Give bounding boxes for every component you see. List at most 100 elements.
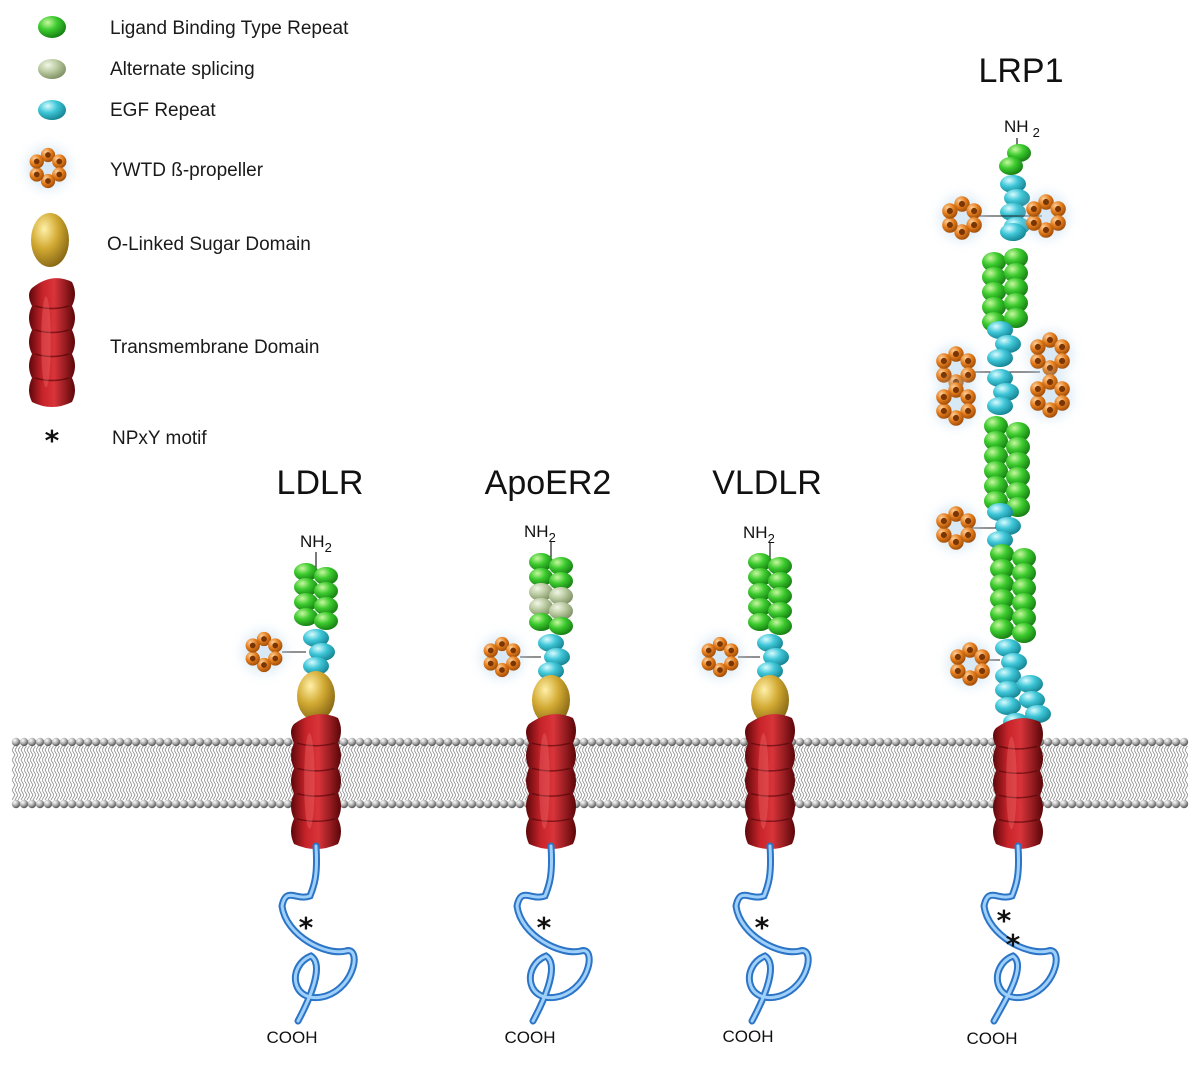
npxy-motif: * — [997, 904, 1012, 937]
lipid-head — [1091, 799, 1101, 809]
lipid-head — [979, 799, 989, 809]
lipid-head — [1131, 799, 1141, 809]
lipid-head — [507, 737, 517, 747]
ligand-repeat — [768, 602, 792, 620]
lipid-head — [1107, 799, 1117, 809]
lipid-head — [1179, 737, 1189, 747]
egf-repeat — [987, 349, 1013, 367]
lipid-head — [1123, 737, 1133, 747]
lipid-head — [1139, 737, 1149, 747]
lipid-head — [395, 737, 405, 747]
lipid-head — [859, 737, 869, 747]
ligand-repeat — [984, 446, 1008, 466]
propeller-icon — [1028, 374, 1072, 418]
lipid-head — [651, 799, 661, 809]
lipid-head — [587, 799, 597, 809]
transmembrane-domain — [526, 714, 576, 849]
lipid-head — [579, 799, 589, 809]
lipid-head — [1147, 737, 1157, 747]
lipid-head — [739, 737, 749, 747]
lipid-head — [483, 799, 493, 809]
lipid-head — [411, 737, 421, 747]
lipid-head — [795, 737, 805, 747]
lipid-head — [707, 737, 717, 747]
lipid-head — [891, 737, 901, 747]
lipid-head — [435, 737, 445, 747]
lipid-head — [91, 737, 101, 747]
lipid-head — [1099, 799, 1109, 809]
lipid-head — [1115, 799, 1125, 809]
egf-repeat — [995, 667, 1021, 685]
ligand-repeat — [1012, 563, 1036, 583]
lipid-head — [915, 737, 925, 747]
lipid-head — [115, 799, 125, 809]
ligand-repeat — [748, 598, 772, 616]
legend-item-npxy: * NPxY motif — [45, 424, 208, 457]
lipid-head — [115, 737, 125, 747]
receptor-name-lrp1: LRP1 — [978, 52, 1063, 90]
lipid-head — [99, 799, 109, 809]
ligand-repeat — [768, 572, 792, 590]
lipid-head — [803, 799, 813, 809]
lipid-head — [363, 799, 373, 809]
lipid-head — [187, 799, 197, 809]
lipid-head — [667, 737, 677, 747]
egf-repeat — [995, 517, 1021, 535]
egf-repeat — [538, 634, 564, 652]
egf-repeat — [303, 657, 329, 675]
egf-repeat — [1019, 691, 1045, 709]
lipid-head — [803, 737, 813, 747]
lipid-head — [883, 799, 893, 809]
lipid-head — [1051, 737, 1061, 747]
ligand-repeat — [1006, 467, 1030, 487]
npxy-motif: * — [755, 911, 770, 944]
lipid-head — [267, 799, 277, 809]
lipid-head — [635, 799, 645, 809]
lipid-head — [355, 737, 365, 747]
ligand-repeat — [1006, 482, 1030, 502]
lipid-head — [723, 799, 733, 809]
lipid-head — [19, 737, 29, 747]
egf-repeat — [1001, 653, 1027, 671]
lipid-head — [707, 799, 717, 809]
lipid-head — [611, 799, 621, 809]
ligand-repeat — [314, 567, 338, 585]
lipid-head — [227, 737, 237, 747]
lipid-head — [491, 799, 501, 809]
lipid-head — [499, 799, 509, 809]
lipid-head — [275, 799, 285, 809]
lipid-head — [91, 799, 101, 809]
lipid-head — [795, 799, 805, 809]
lipid-head — [211, 799, 221, 809]
lipid-head — [875, 737, 885, 747]
ligand-repeat — [294, 593, 318, 611]
lipid-head — [123, 799, 133, 809]
lipid-head — [683, 737, 693, 747]
ligand-repeat — [982, 282, 1006, 302]
receptor-apoer2 — [481, 542, 593, 1025]
lipid-head — [467, 737, 477, 747]
lipid-head — [931, 737, 941, 747]
o-linked-sugar-domain — [532, 675, 570, 725]
lipid-head — [139, 737, 149, 747]
transmembrane-domain — [993, 718, 1043, 849]
lipid-head — [963, 799, 973, 809]
egf-repeat — [303, 629, 329, 647]
ligand-repeat — [549, 557, 573, 575]
lipid-head — [859, 799, 869, 809]
cytoplasmic-tail — [980, 842, 1060, 1025]
lipid-head — [851, 799, 861, 809]
lipid-head — [875, 799, 885, 809]
lipid-head — [611, 737, 621, 747]
egf-repeat — [757, 634, 783, 652]
lipid-head — [1043, 799, 1053, 809]
lipid-head — [907, 799, 917, 809]
lipid-head — [339, 799, 349, 809]
alternate-splicing-repeat — [529, 598, 553, 616]
legend-item-tm: Transmembrane Domain — [29, 278, 319, 407]
lipid-head — [1099, 737, 1109, 747]
lipid-head — [467, 799, 477, 809]
lipid-head — [403, 799, 413, 809]
ligand-repeat — [982, 252, 1006, 272]
lipid-head — [819, 737, 829, 747]
